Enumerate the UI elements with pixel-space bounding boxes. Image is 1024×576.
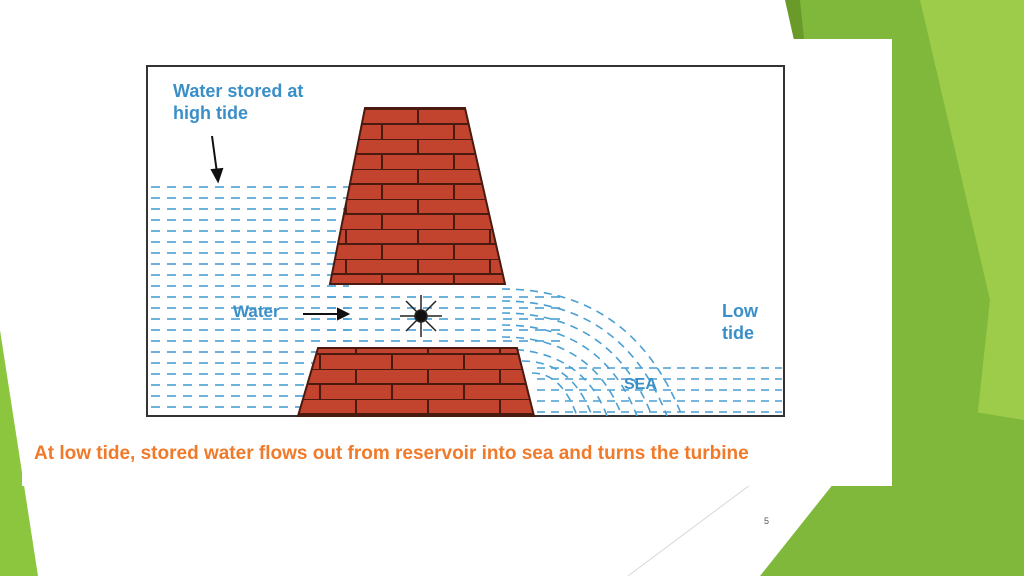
green-shape-left — [0, 330, 38, 576]
flow-arcs — [501, 288, 683, 416]
label-water-stored: Water stored at high tide — [173, 81, 304, 123]
page-number: 5 — [764, 516, 770, 526]
tidal-diagram — [146, 65, 785, 417]
water-arrow — [303, 307, 351, 321]
tidal-power-figure: Water stored at high tide Water Low tide… — [22, 39, 892, 486]
green-shape-bottom — [760, 400, 1024, 576]
dam-upper-wall — [328, 107, 507, 285]
turbine-icon — [400, 295, 442, 337]
figure-caption: At low tide, stored water flows out from… — [34, 443, 749, 464]
dam-lower-wall — [296, 347, 536, 417]
label-sea: SEA — [624, 376, 657, 393]
channel-water — [322, 287, 562, 347]
stored-water-arrow — [210, 135, 224, 184]
decor-line — [627, 469, 771, 576]
label-low-tide: Low tide — [722, 301, 758, 343]
label-water: Water — [233, 302, 280, 321]
